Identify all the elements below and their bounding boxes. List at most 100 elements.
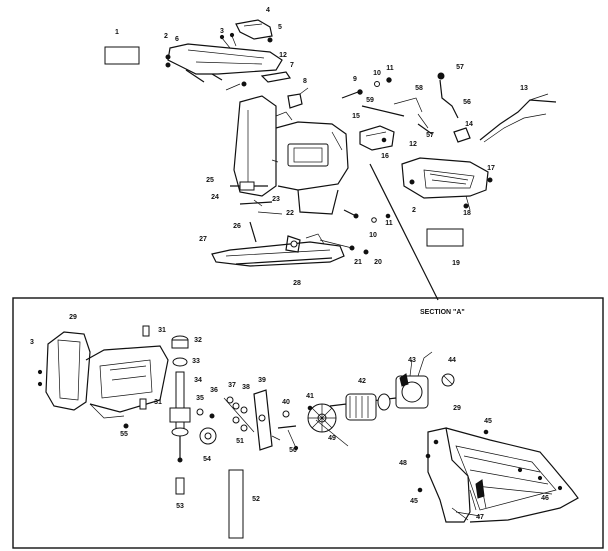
part-34-plunger xyxy=(169,371,191,495)
callout-c-59: 59 xyxy=(366,97,374,104)
callout-c-46: 46 xyxy=(541,495,549,502)
parts-37-38-washers xyxy=(223,396,255,433)
callout-c-35: 35 xyxy=(196,395,204,402)
callout-c-6: 6 xyxy=(175,36,179,43)
callout-c-57b: 57 xyxy=(426,132,434,139)
part-12-housing-top xyxy=(165,32,292,91)
part-52-tube xyxy=(228,469,244,539)
callout-c-40: 40 xyxy=(282,399,290,406)
callout-c-45a: 45 xyxy=(484,418,492,425)
callout-c-19: 19 xyxy=(452,260,460,267)
callout-c-11: 11 xyxy=(386,65,394,72)
callout-c-2b: 2 xyxy=(412,207,416,214)
callout-c-29b: 29 xyxy=(453,405,461,412)
callout-c-57a: 57 xyxy=(456,64,464,71)
parts-32-33-bearings xyxy=(171,335,189,367)
callout-c-13: 13 xyxy=(520,85,528,92)
callout-c-11b: 11 xyxy=(385,220,393,227)
callout-c-31a: 31 xyxy=(158,327,166,334)
part-14-strain-relief xyxy=(453,127,471,143)
callout-c-25: 25 xyxy=(206,177,214,184)
callout-c-53: 53 xyxy=(176,503,184,510)
main-housing xyxy=(233,95,349,215)
callout-c-14: 14 xyxy=(465,121,473,128)
callout-c-22: 22 xyxy=(286,210,294,217)
section-a-title: SECTION "A" xyxy=(420,309,465,316)
callout-c-54: 54 xyxy=(203,456,211,463)
part-26 xyxy=(249,221,257,243)
callout-c-15: 15 xyxy=(352,113,360,120)
callout-c-31b: 31 xyxy=(154,399,162,406)
part-29-housing-half xyxy=(417,427,579,523)
callout-c-10: 10 xyxy=(373,70,381,77)
callout-c-55: 55 xyxy=(120,431,128,438)
callout-c-44: 44 xyxy=(448,357,456,364)
callout-c-48: 48 xyxy=(399,460,407,467)
callout-c-3: 3 xyxy=(220,28,224,35)
part-54-gear xyxy=(196,408,217,445)
part-17-handle-half xyxy=(401,157,493,211)
callout-c-2: 2 xyxy=(164,33,168,40)
callout-c-12a: 12 xyxy=(279,52,287,59)
callout-c-5: 5 xyxy=(278,24,282,31)
parts-10-11-lower xyxy=(343,209,391,223)
part-4-clip xyxy=(235,19,273,43)
callout-c-18: 18 xyxy=(463,210,471,217)
callout-c-41: 41 xyxy=(306,393,314,400)
callout-c-45b: 45 xyxy=(410,498,418,505)
parts-23-25-pins xyxy=(230,181,283,215)
callout-c-10b: 10 xyxy=(369,232,377,239)
callout-c-47: 47 xyxy=(476,514,484,521)
callout-c-39: 39 xyxy=(258,377,266,384)
callout-c-43: 43 xyxy=(408,357,416,364)
part-31-pin-top xyxy=(142,325,150,337)
callout-c-58: 58 xyxy=(415,85,423,92)
callout-c-16: 16 xyxy=(381,153,389,160)
parts-9-11-screws xyxy=(341,77,392,99)
callout-c-56: 56 xyxy=(463,99,471,106)
callout-c-3b: 3 xyxy=(30,339,34,346)
callout-c-24: 24 xyxy=(211,194,219,201)
section-a-assembly xyxy=(37,325,579,539)
part-8-switch xyxy=(287,87,309,109)
section-a-leader xyxy=(369,163,439,301)
callout-c-29a: 29 xyxy=(69,314,77,321)
callout-c-23: 23 xyxy=(272,196,280,203)
parts-58-59 xyxy=(361,72,459,135)
part-15-switch-block xyxy=(359,125,395,151)
part-13-cord xyxy=(479,93,557,143)
callout-c-36: 36 xyxy=(210,387,218,394)
callout-c-34: 34 xyxy=(194,377,202,384)
callout-c-33: 33 xyxy=(192,358,200,365)
callout-c-7: 7 xyxy=(290,62,294,69)
part-42-armature xyxy=(329,393,397,421)
callout-c-51: 51 xyxy=(236,438,244,445)
callout-c-27: 27 xyxy=(199,236,207,243)
callout-c-12b: 12 xyxy=(409,141,417,148)
callout-c-50: 50 xyxy=(289,447,297,454)
part-43-field xyxy=(395,351,433,409)
callout-c-38: 38 xyxy=(242,384,250,391)
callout-c-26: 26 xyxy=(233,223,241,230)
callout-c-42: 42 xyxy=(358,378,366,385)
callout-c-4: 4 xyxy=(266,7,270,14)
callout-c-32: 32 xyxy=(194,337,202,344)
part-31-pin-bottom xyxy=(139,398,147,410)
upper-assembly xyxy=(104,19,557,301)
callout-c-52: 52 xyxy=(252,496,260,503)
callout-c-9: 9 xyxy=(353,76,357,83)
part-29-gear-case xyxy=(37,331,169,429)
section-a-frame xyxy=(12,297,604,549)
part-44-brush xyxy=(441,373,455,387)
part-39-bracket xyxy=(253,389,281,451)
callout-c-8: 8 xyxy=(303,78,307,85)
callout-c-28: 28 xyxy=(293,280,301,287)
parts-40-50 xyxy=(277,410,299,451)
callout-c-17: 17 xyxy=(487,165,495,172)
callout-c-37: 37 xyxy=(228,382,236,389)
label-box-19 xyxy=(426,228,464,247)
label-box-1 xyxy=(104,46,140,65)
callout-c-20: 20 xyxy=(374,259,382,266)
